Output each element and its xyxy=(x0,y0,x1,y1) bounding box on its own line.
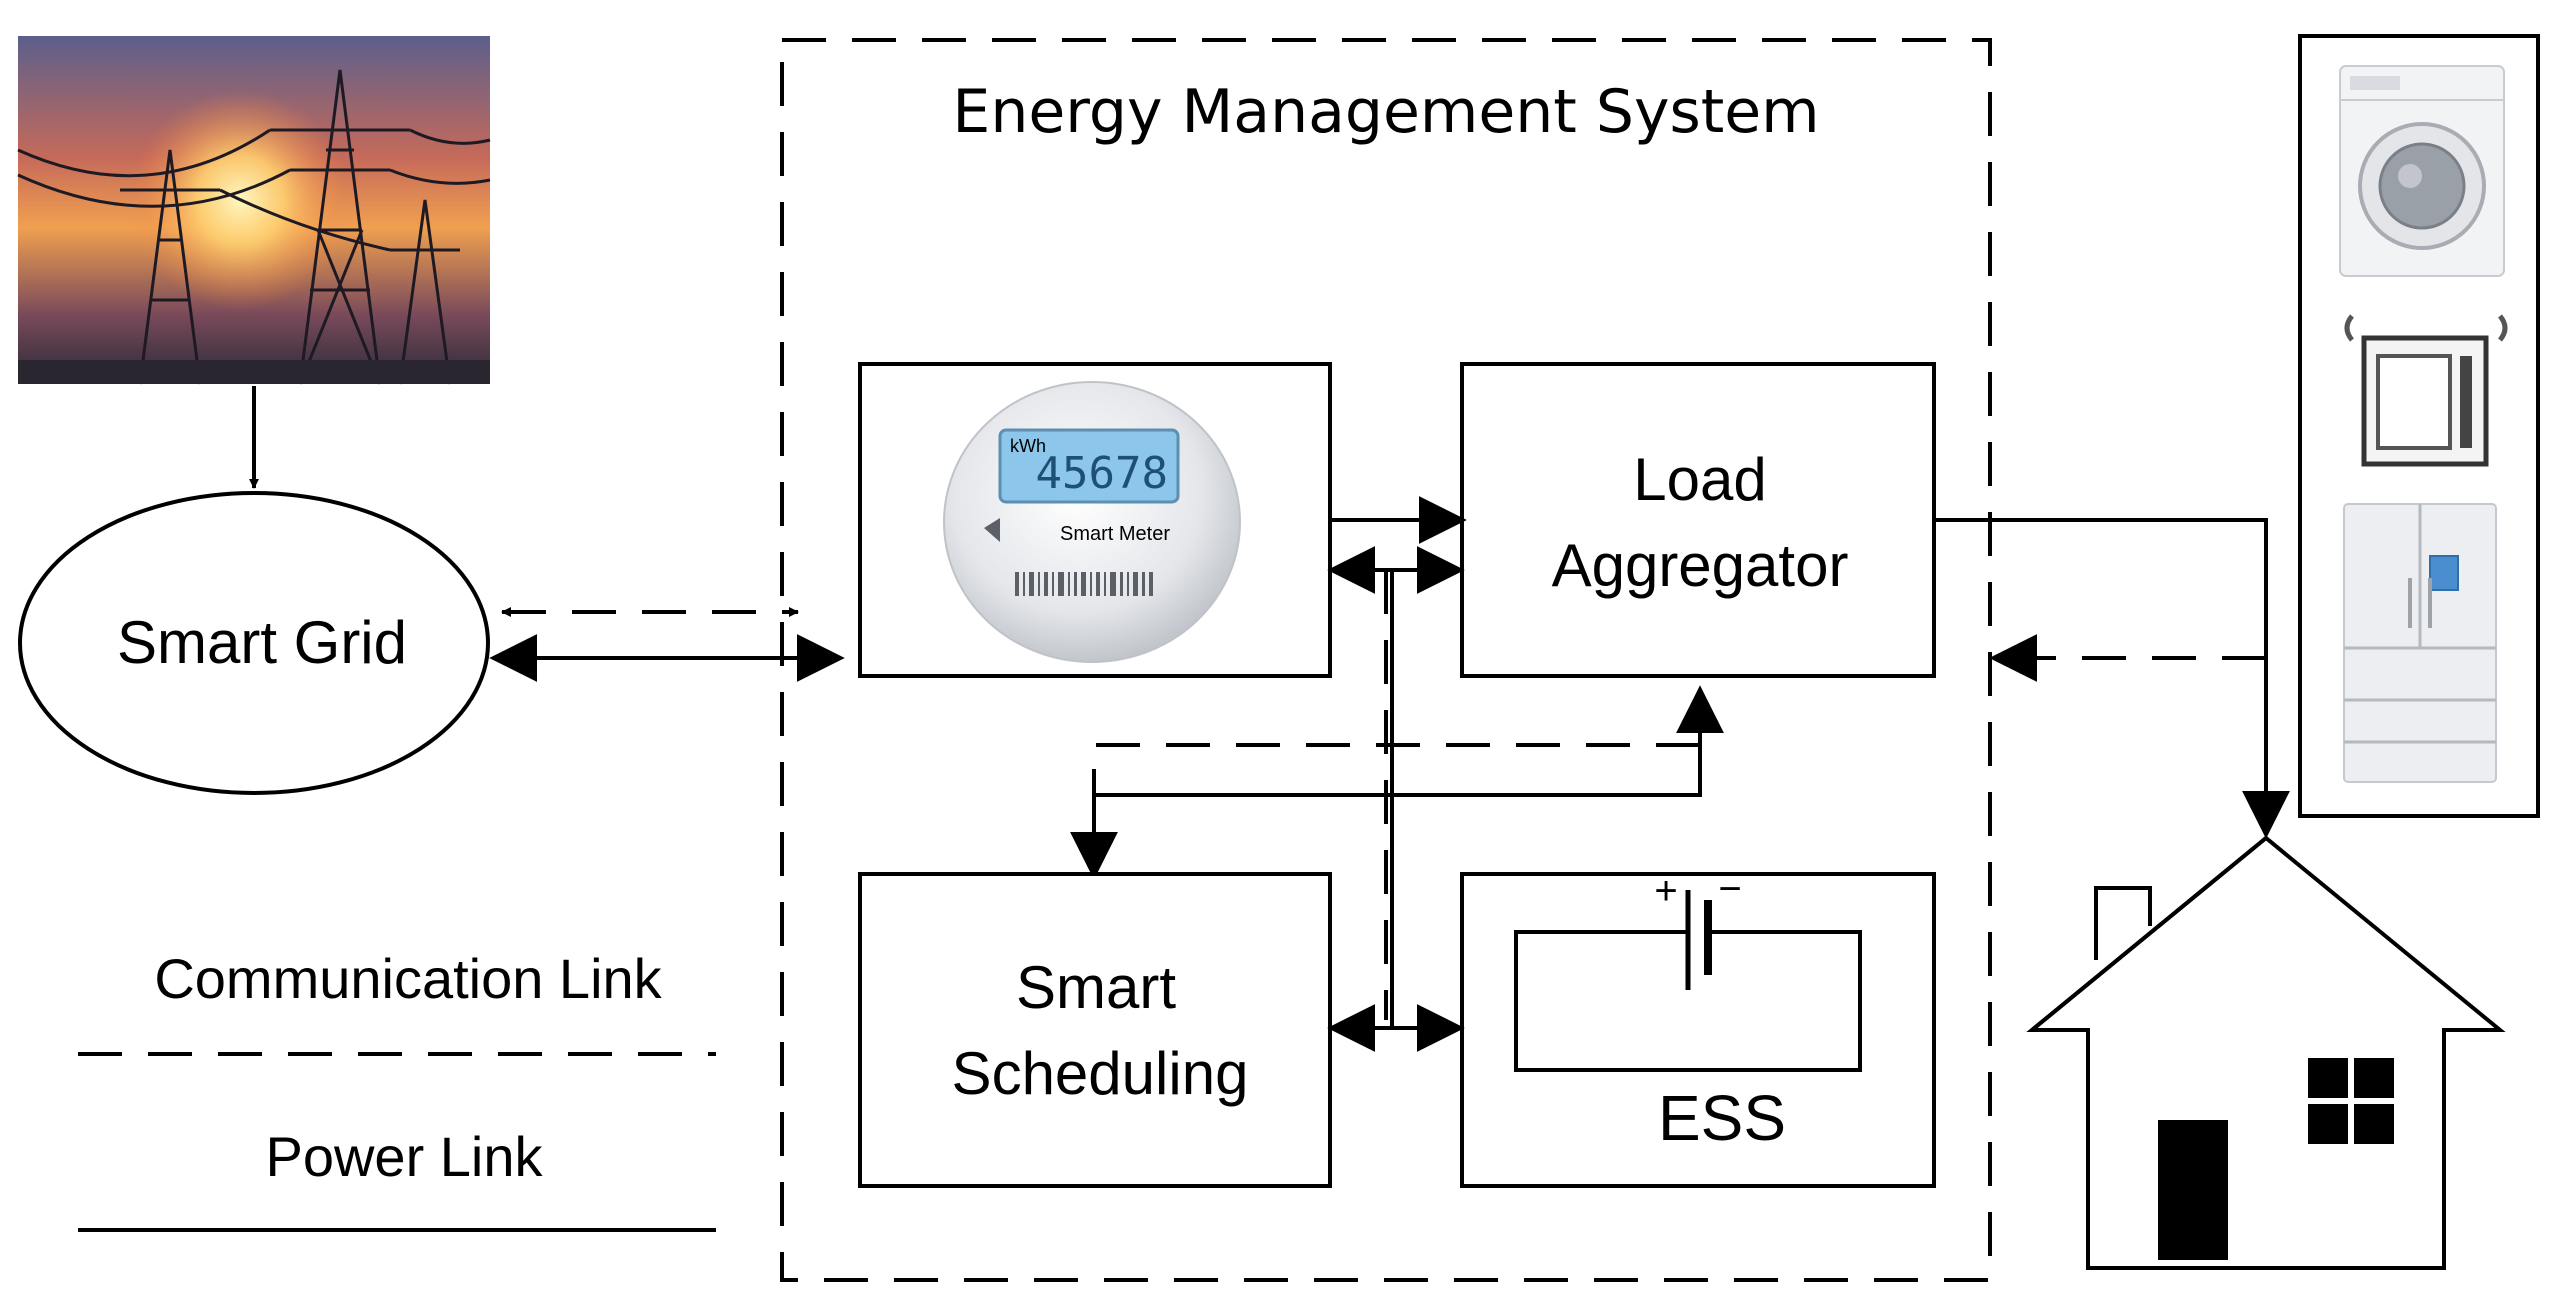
battery-icon: + − xyxy=(1514,867,1862,1072)
aggregator-scheduling-communication-link xyxy=(1092,743,1700,860)
aggregator-scheduling-power-link xyxy=(1070,685,1724,880)
house-door xyxy=(2158,1120,2228,1260)
house-icon xyxy=(2026,835,2506,1270)
legend-power-label: Power Link xyxy=(265,1125,543,1188)
refrigerator-icon xyxy=(2343,503,2497,783)
house-window xyxy=(2308,1058,2394,1144)
smart-grid-label: Smart Grid xyxy=(117,609,407,676)
battery-plus-sign: + xyxy=(1654,869,1677,913)
power-grid-photo xyxy=(17,36,491,385)
smart-scheduling-label-line2: Scheduling xyxy=(952,1040,1249,1107)
meter-brand: Smart Meter xyxy=(1060,523,1170,545)
meter-display-unit: kWh xyxy=(1010,436,1046,456)
smart-grid-node xyxy=(18,491,490,795)
legend-communication-label: Communication Link xyxy=(154,947,662,1010)
washing-machine-icon xyxy=(2339,65,2505,277)
smart-scheduling-box xyxy=(858,872,1332,1188)
meter-display-value: 45678 xyxy=(1036,448,1168,499)
ess-box xyxy=(1460,872,1936,1188)
ess-label: ESS xyxy=(1658,1082,1786,1154)
load-aggregator-box xyxy=(1460,362,1936,678)
smart-meter-image: kWh 45678 Smart Meter xyxy=(943,381,1241,663)
battery-minus-sign: − xyxy=(1718,867,1741,911)
ems-title: Energy Management System xyxy=(952,77,1819,147)
smart-scheduling-label-line1: Smart xyxy=(1016,954,1176,1021)
load-aggregator-label-line1: Load xyxy=(1633,446,1766,513)
microwave-icon xyxy=(2344,314,2508,467)
aggregator-to-house-power-link xyxy=(1934,518,2290,839)
load-aggregator-label-line2: Aggregator xyxy=(1552,532,1849,599)
